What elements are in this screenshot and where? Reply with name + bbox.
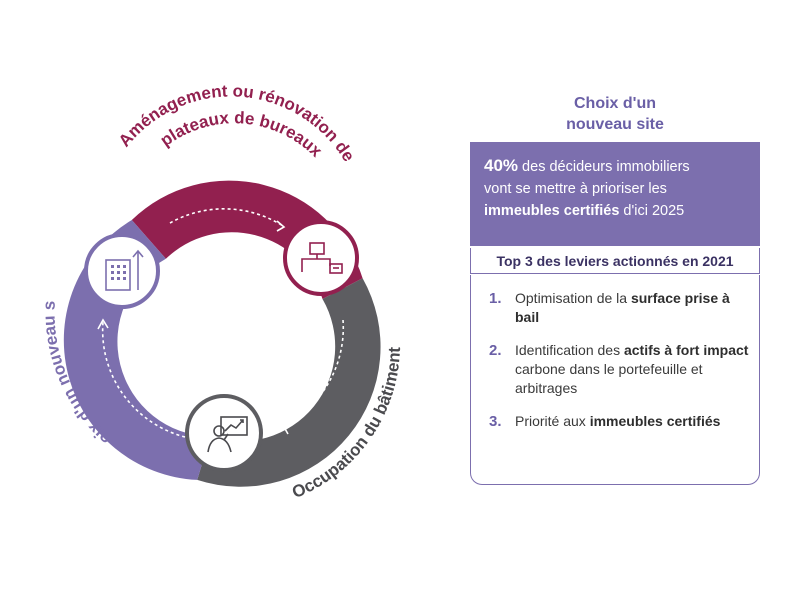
stat-line3: immeubles certifiés d'ici 2025 <box>484 200 750 222</box>
arrowhead-3 <box>97 318 109 330</box>
arrow-occupation-to-choix <box>101 321 186 438</box>
lever-number: 2. <box>489 342 502 359</box>
stat-line2: vont se mettre à prioriser les <box>484 181 667 197</box>
stat-percent: 40% <box>484 156 519 175</box>
node-choix <box>84 233 160 309</box>
arc-occupation <box>197 278 381 487</box>
lever-text-post: carbone dans le portefeuille et arbitrag… <box>515 361 703 396</box>
levers-list: 1. Optimisation de la surface prise à ba… <box>470 275 760 485</box>
arrow-choix-to-amenagement <box>169 208 284 227</box>
levers-title: Top 3 des leviers actionnés en 2021 <box>470 248 760 274</box>
list-item: 1. Optimisation de la surface prise à ba… <box>489 289 749 327</box>
lever-bold: immeubles certifiés <box>589 413 721 429</box>
list-item: 3. Priorité aux immeubles certifiés <box>489 412 749 431</box>
lever-number: 3. <box>489 413 502 430</box>
lever-text: Optimisation de la <box>515 290 631 306</box>
node-amenagement <box>283 220 359 296</box>
office-desk-icon <box>301 242 343 274</box>
stat-text1: des décideurs immobiliers <box>518 159 690 175</box>
panel-title: Choix d'un nouveau site <box>470 93 760 135</box>
lever-bold: surface prise à bail <box>515 290 730 325</box>
presentation-icon <box>207 416 248 453</box>
arrowhead-2 <box>283 420 291 435</box>
lever-text: Identification des <box>515 342 624 358</box>
panel-title-line2: nouveau site <box>566 116 664 133</box>
lever-text: Priorité aux <box>515 413 590 429</box>
lever-bold: actifs à fort impact <box>623 342 749 358</box>
arrowhead-1 <box>276 220 286 232</box>
stat-box: 40% des décideurs immobiliers vont se me… <box>470 142 760 246</box>
stat-bold3: immeubles certifiés <box>484 203 620 219</box>
stat-line1: 40% des décideurs immobiliers <box>484 155 750 178</box>
stat-text3: d'ici 2025 <box>619 203 685 219</box>
arc-amenagement <box>131 180 363 299</box>
node-occupation <box>185 394 263 472</box>
building-icon <box>105 249 144 291</box>
panel-title-line1: Choix d'un <box>573 95 656 112</box>
list-item: 2. Identification des actifs à fort impa… <box>489 341 749 398</box>
cycle-diagram: Aménagement ou rénovation de plateaux de… <box>0 0 404 502</box>
lever-number: 1. <box>489 290 502 307</box>
